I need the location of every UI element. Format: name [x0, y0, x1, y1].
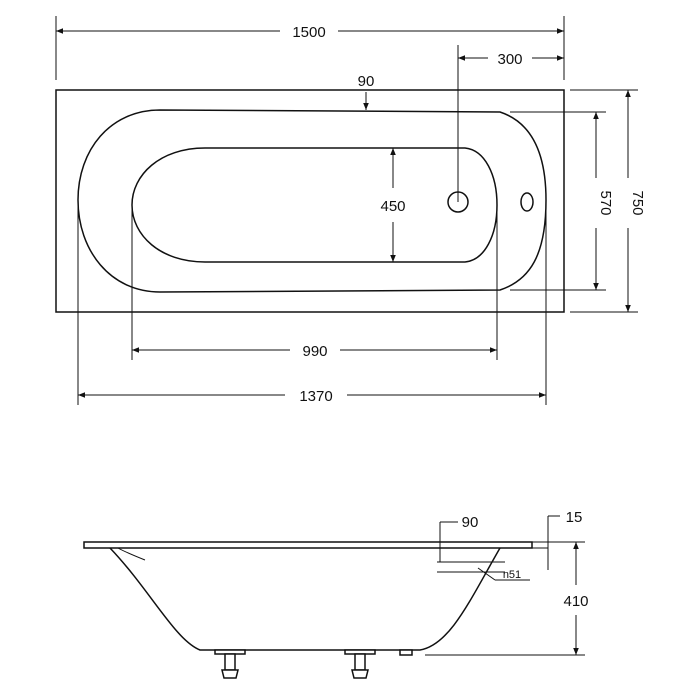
dim-basin-length: 1370 — [299, 388, 332, 405]
dim-overall-width: 750 — [629, 190, 646, 215]
dim-basin-width: 570 — [597, 190, 614, 215]
dim-inner-length: 990 — [302, 343, 327, 360]
tub-outer-rim — [55, 89, 565, 313]
overflow-hole — [520, 192, 534, 212]
dim-inner-width: 450 — [380, 198, 405, 215]
top-view: 1500 300 90 450 570 750 990 — [55, 16, 646, 405]
dim-drain-offset: 300 — [497, 51, 522, 68]
dim-overflow-diameter: n51 — [503, 569, 521, 581]
tub-rim-profile — [83, 541, 533, 549]
dim-total-height: 410 — [563, 593, 588, 610]
dim-rim-width: 90 — [358, 73, 375, 90]
dim-overall-length: 1500 — [292, 24, 325, 41]
tub-feet — [214, 649, 413, 679]
tub-body-profile — [109, 547, 501, 651]
dim-rim-thickness: 15 — [566, 509, 583, 526]
dim-rim-depth: 90 — [462, 514, 479, 531]
inner-bottom-outline — [131, 147, 498, 263]
side-view: 90 n51 15 410 — [83, 509, 589, 679]
basin-outline — [77, 109, 547, 293]
